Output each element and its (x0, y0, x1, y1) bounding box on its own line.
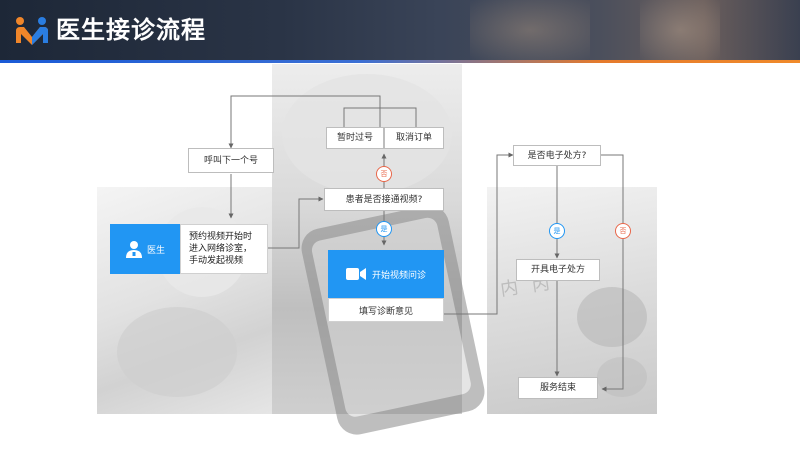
call-next-box: 呼叫下一个号 (188, 148, 274, 173)
end-service-box: 服务结束 (518, 377, 598, 399)
patient-accept-box: 患者是否接通视频? (324, 188, 444, 211)
header-divider (0, 60, 800, 63)
issue-prescription-box: 开具电子处方 (516, 259, 600, 281)
people-logo-icon (16, 17, 48, 45)
pause-box: 暂时过号 (326, 127, 384, 149)
header-banner: 医生接诊流程 (0, 0, 800, 60)
no-badge: 否 (615, 223, 631, 239)
doctor-icon (125, 241, 142, 258)
cancel-box: 取消订单 (384, 127, 444, 149)
no-badge: 否 (376, 166, 392, 182)
banner-glow (470, 0, 590, 60)
yes-badge: 是 (549, 223, 565, 239)
start-video-box: 开始视频问诊 (328, 250, 444, 298)
doctor-note-line: 预约视频开始时 (189, 232, 253, 242)
video-camera-icon (345, 268, 366, 280)
yes-badge: 是 (376, 221, 392, 237)
doctor-label: 医生 (146, 245, 165, 256)
doctor-note-line: 进入网络诊室， (189, 244, 253, 254)
start-video-label: 开始视频问诊 (371, 270, 426, 281)
write-opinion-box: 填写诊断意见 (328, 298, 444, 322)
e-prescription-box: 是否电子处方? (513, 145, 601, 166)
banner-glow (640, 0, 720, 60)
doctor-box: 医生 (110, 224, 180, 274)
page-title: 医生接诊流程 (56, 16, 206, 44)
doctor-note-line: 手动发起视频 (189, 256, 244, 266)
doctor-note-box: 预约视频开始时 进入网络诊室， 手动发起视频 (180, 224, 268, 274)
